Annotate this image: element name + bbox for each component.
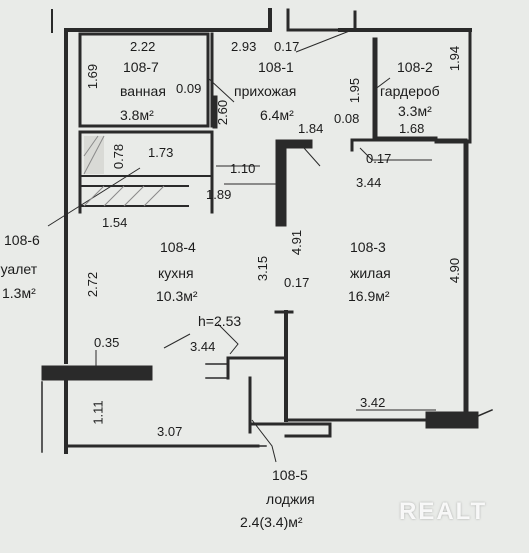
dim-3-44-kitchen: 3.44 <box>190 339 216 354</box>
dim-3-44-room: 3.44 <box>356 175 382 190</box>
room-108-3-area: 16.9м² <box>348 288 390 304</box>
room-108-6-id: 108-6 <box>4 232 40 248</box>
room-108-7-id: 108-7 <box>123 59 159 75</box>
dim-0-09: 0.09 <box>176 81 202 96</box>
dim-0-17-top: 0.17 <box>274 39 300 54</box>
room-108-6-area: 1.3м² <box>2 285 36 301</box>
room-108-5-id: 108-5 <box>272 467 308 483</box>
dim-0-35: 0.35 <box>94 335 120 350</box>
dim-0-08: 0.08 <box>334 111 360 126</box>
dim-4-90: 4.90 <box>447 257 463 284</box>
dim-2-93: 2.93 <box>231 39 257 54</box>
room-108-2-id: 108-2 <box>397 59 433 75</box>
dim-0-17-mid: 0.17 <box>284 275 310 290</box>
dim-1-11: 1.11 <box>90 400 106 425</box>
dim-1-68: 1.68 <box>399 121 425 136</box>
room-108-7-area: 3.8м² <box>120 107 154 123</box>
room-108-3-id: 108-3 <box>350 239 386 255</box>
room-108-5-name: лоджия <box>266 491 315 507</box>
room-108-4-area: 10.3м² <box>156 288 198 304</box>
room-108-6-name: туалет <box>0 261 38 277</box>
room-108-2-area: 3.3м² <box>398 103 432 119</box>
dim-2-22: 2.22 <box>130 39 156 54</box>
room-108-3-name: жилая <box>350 265 391 281</box>
room-108-1-area: 6.4м² <box>260 107 294 123</box>
room-108-1-id: 108-1 <box>258 59 294 75</box>
dim-3-15: 3.15 <box>255 255 271 282</box>
dim-2-60: 2.60 <box>215 99 231 126</box>
dim-1-73: 1.73 <box>148 145 174 160</box>
room-108-5-area: 2.4(3.4)м² <box>240 514 303 530</box>
dim-0-78: 0.78 <box>111 143 127 170</box>
dim-1-10: 1.10 <box>230 161 256 176</box>
room-108-4-height: h=2.53 <box>198 313 242 329</box>
room-108-4-name: кухня <box>158 265 194 281</box>
dim-1-84: 1.84 <box>298 121 324 136</box>
dim-1-94: 1.94 <box>447 45 463 72</box>
dim-3-07: 3.07 <box>157 424 183 439</box>
dim-1-69: 1.69 <box>85 63 101 90</box>
dim-0-17-wardrobe: 0.17 <box>366 151 392 166</box>
dim-1-89: 1.89 <box>206 187 232 202</box>
floor-hatch-lines <box>83 185 165 207</box>
shaft-hatch-lines <box>83 135 105 175</box>
room-108-4-id: 108-4 <box>160 239 196 255</box>
dim-2-72: 2.72 <box>85 271 101 298</box>
dim-1-95: 1.95 <box>347 77 363 104</box>
room-108-2-name: гардероб <box>380 83 440 99</box>
dim-1-54: 1.54 <box>102 215 128 230</box>
dim-3-42: 3.42 <box>360 395 386 410</box>
leader-lines <box>47 29 436 463</box>
room-108-1-name: прихожая <box>234 83 297 99</box>
dim-4-91: 4.91 <box>289 229 305 256</box>
realt-watermark-logo: REALT <box>399 498 488 525</box>
room-108-7-name: ванная <box>120 83 166 99</box>
walls <box>41 8 493 454</box>
